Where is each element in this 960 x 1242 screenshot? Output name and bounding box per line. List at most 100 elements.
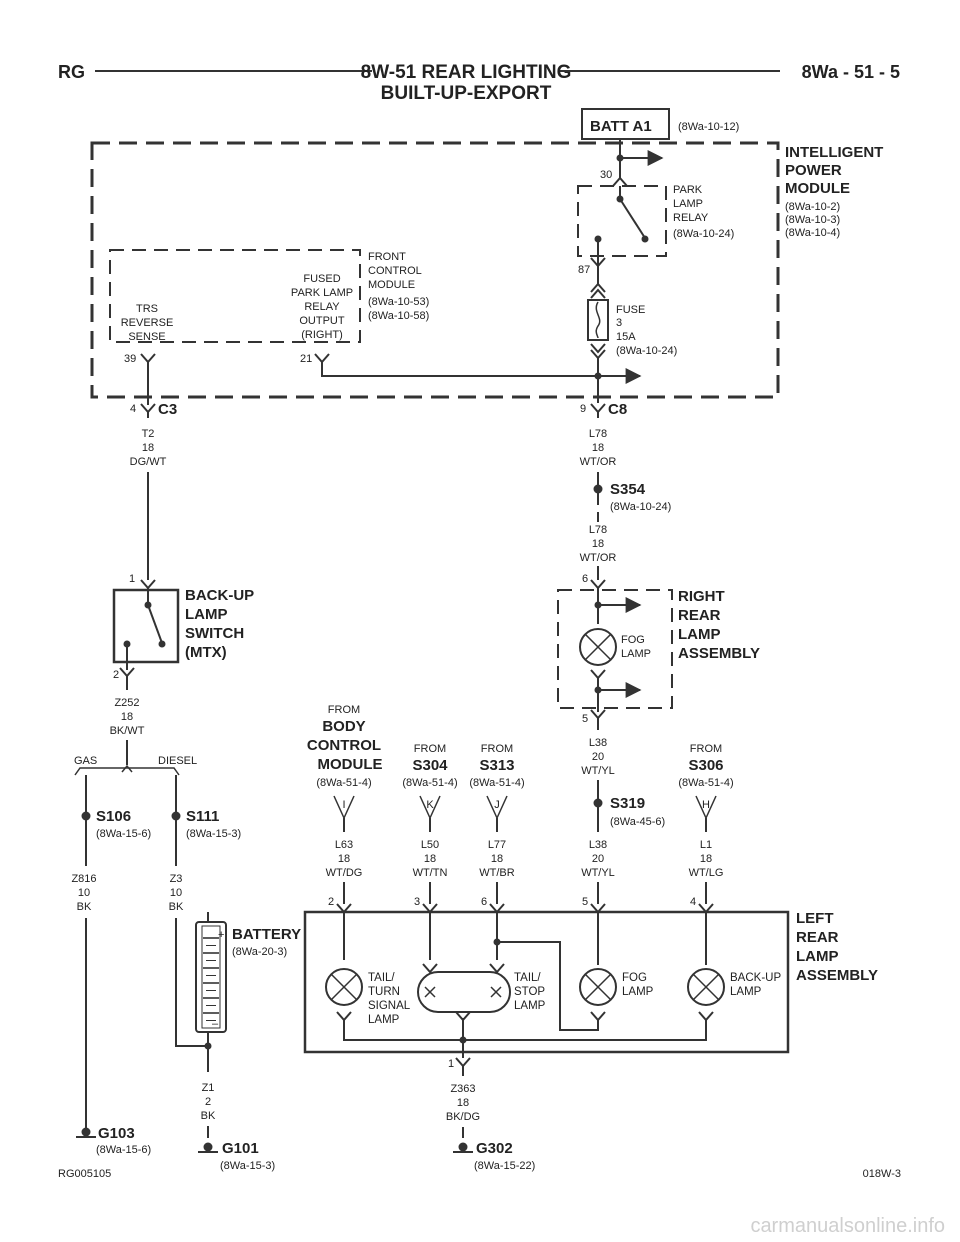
bus-pin-1: 1 <box>129 573 135 585</box>
bcm-name-3: MODULE <box>318 756 383 773</box>
wire-l1-circuit: L1 <box>700 839 712 851</box>
fcm-box <box>109 249 361 343</box>
lr-lamp1-line2: TURN <box>368 986 400 998</box>
g302-name: G302 <box>476 1140 513 1157</box>
wire-l63-gauge: 18 <box>338 853 350 865</box>
pin-j-marker <box>486 795 508 832</box>
lr-pin-6: 6 <box>481 896 487 908</box>
relay-contact-open <box>641 235 649 243</box>
s111-splice <box>171 811 181 821</box>
fcm-ref-1: (8Wa-10-53) <box>368 296 429 308</box>
bcm-name-1: BODY <box>322 718 365 735</box>
ipm-ref-3: (8Wa-10-4) <box>785 227 840 239</box>
s111-ref: (8Wa-15-3) <box>186 828 241 840</box>
watermark: carmanualsonline.info <box>750 1215 945 1237</box>
bus-name-2: LAMP <box>185 606 228 623</box>
ipm-name-2: POWER <box>785 162 842 179</box>
wire-l78a-color: WT/OR <box>580 456 617 468</box>
c3-connector <box>140 403 156 414</box>
lr-lamp1-line3: SIGNAL <box>368 1000 411 1012</box>
wire-l1-color: WT/LG <box>689 867 724 879</box>
battery-name: BATTERY <box>232 926 301 943</box>
s354-splice <box>593 484 603 494</box>
wire-z1-color: BK <box>201 1110 216 1122</box>
rr-name-3: LAMP <box>678 626 721 643</box>
relay-name-2: LAMP <box>673 198 703 210</box>
rr-name-2: REAR <box>678 607 721 624</box>
header-page-ref: 8Wa - 51 - 5 <box>802 62 900 82</box>
s306-name: S306 <box>688 757 723 774</box>
s106-splice <box>81 811 91 821</box>
fuse-name-3: 15A <box>616 331 636 343</box>
lr-ground-pin: 1 <box>448 1058 454 1070</box>
pin-k-marker <box>419 795 441 832</box>
batt-a1-box <box>581 108 670 140</box>
lr-name-4: ASSEMBLY <box>796 967 878 984</box>
battery-ref: (8Wa-20-3) <box>232 946 287 958</box>
lr-internal-wiring <box>343 912 707 1058</box>
wire-l50-gauge: 18 <box>424 853 436 865</box>
lr-lamp1-line4: LAMP <box>368 1014 400 1026</box>
wire-l38b-color: WT/YL <box>581 867 615 879</box>
bus-name-4: (MTX) <box>185 644 227 661</box>
c8-pin: 9 <box>580 403 586 415</box>
s354-name: S354 <box>610 481 646 498</box>
s313-name: S313 <box>479 757 514 774</box>
wire-z1-gauge: 2 <box>205 1096 211 1108</box>
bus-switch-arm <box>147 604 163 644</box>
fcm-pin-39-connector <box>140 353 156 364</box>
fuse-bottom-terminal <box>590 343 606 360</box>
fused-line-1: FUSED <box>303 273 340 285</box>
fcm-pin-21-connector <box>314 353 330 364</box>
lr-fog-lamp-icon <box>579 968 617 1022</box>
trs-line-3: SENSE <box>128 331 165 343</box>
s319-name: S319 <box>610 795 645 812</box>
wire-l38a-circuit: L38 <box>589 737 607 749</box>
ipm-ref-1: (8Wa-10-2) <box>785 201 840 213</box>
fcm-name-3: MODULE <box>368 279 415 291</box>
wire-l77-gauge: 18 <box>491 853 503 865</box>
wire-z3-color: BK <box>169 901 184 913</box>
bus-pin-1-connector <box>140 579 156 590</box>
wire-z363-color: BK/DG <box>446 1111 480 1123</box>
fcm-pin-21: 21 <box>300 353 312 365</box>
battery-cells <box>203 937 219 1021</box>
battery-cells-frame <box>201 925 221 1029</box>
footer-right: 018W-3 <box>863 1168 901 1180</box>
option-split-bar <box>74 767 180 776</box>
s304-name: S304 <box>412 757 448 774</box>
lr-backup-lamp-icon <box>687 968 725 1022</box>
wire-z363-circuit: Z363 <box>450 1083 475 1095</box>
battery-plus: + <box>218 929 224 941</box>
fcm-name-1: FRONT <box>368 251 406 263</box>
pin-j-label: J <box>494 799 500 811</box>
pin-30-connector <box>612 176 628 187</box>
lr-ground-pin-connector <box>455 1057 471 1068</box>
bus-name-1: BACK-UP <box>185 587 254 604</box>
lr-pin-3: 3 <box>414 896 420 908</box>
c8-name: C8 <box>608 401 627 418</box>
bus-name-3: SWITCH <box>185 625 244 642</box>
fuse-3-body <box>587 299 609 341</box>
wire-z816-color: BK <box>77 901 92 913</box>
rr-name-4: ASSEMBLY <box>678 645 760 662</box>
batt-a1-label: BATT A1 <box>590 118 652 135</box>
g101-ground-icon <box>198 1142 218 1153</box>
lr-tail-turn-lamp-icon <box>325 968 363 1022</box>
fcm-pin-39: 39 <box>124 353 136 365</box>
ipm-pin-30: 30 <box>600 169 612 181</box>
wire-l77-circuit: L77 <box>488 839 506 851</box>
fused-line-3: RELAY <box>304 301 340 313</box>
rr-fog-lamp-icon <box>579 628 617 666</box>
fuse-name-2: 3 <box>616 317 622 329</box>
trs-line-1: TRS <box>136 303 158 315</box>
rr-pin-6: 6 <box>582 573 588 585</box>
header-subtitle: BUILT-UP-EXPORT <box>381 83 552 104</box>
wire-z252-gauge: 18 <box>121 711 133 723</box>
s306-from: FROM <box>690 743 722 755</box>
wire-l38b-circuit: L38 <box>589 839 607 851</box>
lr-name-3: LAMP <box>796 948 839 965</box>
z3-wire <box>175 918 208 1047</box>
lr-lamp3-line1: FOG <box>622 972 647 984</box>
rr-fog-lamp-ground-terminal <box>590 669 606 680</box>
